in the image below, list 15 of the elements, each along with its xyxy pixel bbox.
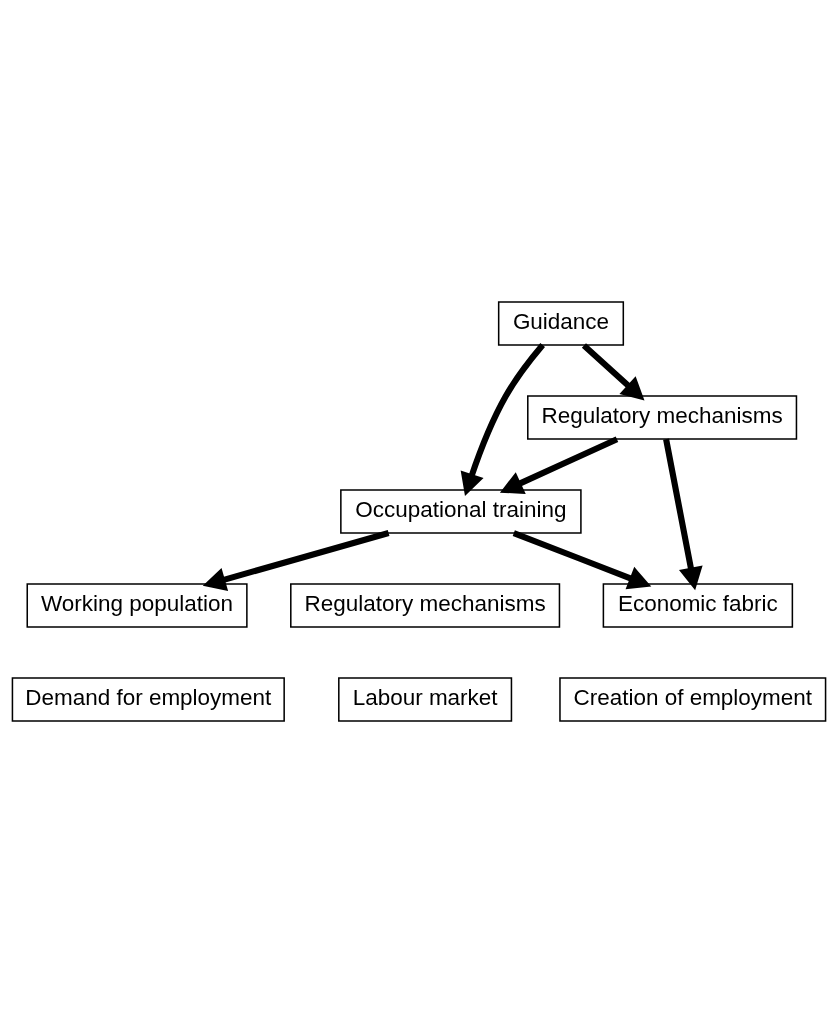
arrow [512,529,652,589]
node-box: Guidance [497,300,625,346]
node-box: Regulatory mechanisms [527,394,798,440]
arrow [202,529,390,591]
arrow [663,438,703,590]
node-box: Working population [26,582,248,628]
node-box: Demand for employment [11,676,285,722]
arrow [460,342,545,496]
node-box: Regulatory mechanisms [290,582,561,628]
arrow [581,342,645,400]
node-box: Labour market [338,676,513,722]
node-box: Economic fabric [602,582,794,628]
node-box: Creation of employment [559,676,827,722]
node-box: Occupational training [340,488,582,534]
arrow [499,435,619,494]
